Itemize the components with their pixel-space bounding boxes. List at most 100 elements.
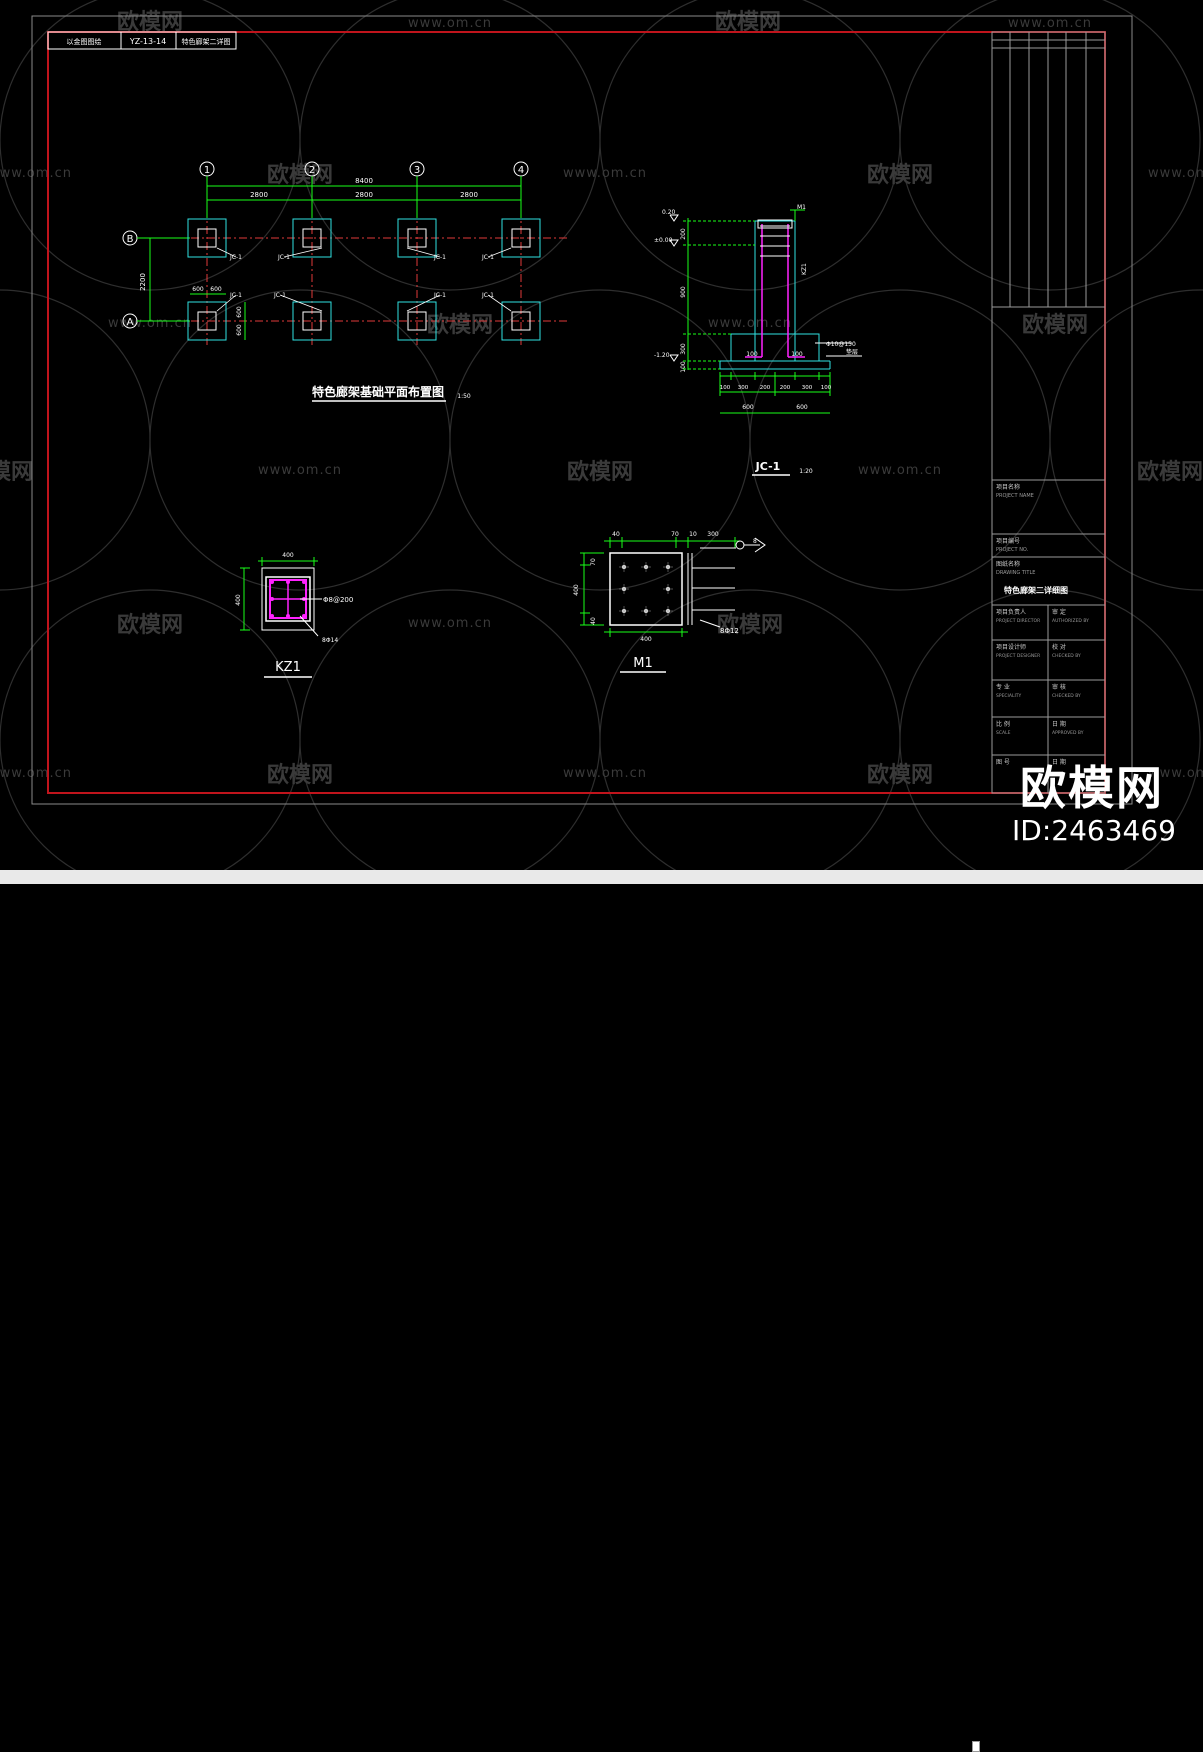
horizontal-scrollbar[interactable] bbox=[0, 870, 1203, 1752]
section-elev-top: 0.20 bbox=[662, 209, 676, 216]
footing-label: JC-1 bbox=[433, 292, 446, 299]
m1-bolts bbox=[619, 562, 673, 616]
m1-dim-left: 400 bbox=[573, 584, 580, 596]
m1-side bbox=[687, 553, 735, 625]
tb-row-right-label: 日 期 bbox=[1052, 720, 1066, 728]
footing-outer bbox=[501, 301, 541, 341]
drawing-frame bbox=[31, 15, 1133, 805]
watermark-id: ID:2463469 bbox=[1012, 814, 1176, 847]
m1-detail: 40 70 10 300 8 400 70 40 400 8Φ12 M1 bbox=[573, 531, 766, 673]
footing-outer bbox=[397, 218, 437, 258]
section-rebar-note: Φ10@150 bbox=[826, 341, 856, 348]
tb-row-right-en: CHECKED BY bbox=[1052, 693, 1081, 699]
footing-label: JC-1 bbox=[273, 292, 286, 299]
m1-dim-top-2: 70 bbox=[671, 531, 679, 538]
m1-bolt-leader bbox=[699, 619, 721, 628]
footing-column bbox=[407, 228, 427, 248]
footing-leader bbox=[487, 247, 512, 258]
watermark-brand-11: 欧模网 bbox=[867, 762, 933, 788]
header-strip: 以金图图绘 YZ-13-14 特色廊架二详图 bbox=[47, 31, 237, 50]
axis-label-A: A bbox=[127, 317, 134, 328]
header-cell-3: 特色廊架二详图 bbox=[182, 37, 231, 46]
scrollbar-handle[interactable] bbox=[972, 1741, 980, 1752]
section-inner-dim-1: 100 bbox=[746, 351, 758, 358]
m1-dim-top-4: 300 bbox=[707, 531, 719, 538]
section-elev-bottom: -1.20 bbox=[654, 352, 670, 359]
watermark-brand: 欧模网 ID:2463469 bbox=[1012, 762, 1176, 848]
footing-column bbox=[302, 228, 322, 248]
watermark-brand-1: 欧模网 bbox=[715, 9, 781, 35]
axis-label-2: 2 bbox=[309, 165, 315, 176]
footing-label: JC-1 bbox=[433, 254, 446, 261]
section-left-dim-3: 300 bbox=[680, 343, 687, 355]
section-top-tag: M1 bbox=[797, 204, 806, 211]
tb-project-no-label: 项目编号 bbox=[996, 537, 1020, 545]
tb-drawing-title-en: DRAWING TITLE bbox=[996, 570, 1035, 576]
watermark-url-3: www.om.cn bbox=[563, 166, 647, 181]
watermark-brand-12: 欧模网 bbox=[0, 459, 33, 485]
section-concrete-note: 垫层 bbox=[846, 348, 858, 356]
footing-outer bbox=[292, 301, 332, 341]
plan-span-2: 2800 bbox=[355, 191, 373, 199]
watermark-url-4: www.om.cn bbox=[1148, 166, 1203, 181]
foundation-plan: 1 2 3 4 B A 8400 2800 bbox=[122, 161, 570, 402]
section-stirrups bbox=[757, 219, 793, 257]
m1-dim-left-small-1: 70 bbox=[590, 558, 597, 566]
kz1-stirrup: Φ8@200 bbox=[323, 596, 353, 604]
kz1-height: 400 bbox=[235, 594, 242, 606]
tb-row-right-label: 校 对 bbox=[1052, 643, 1066, 651]
tb-row-left-label: 比 例 bbox=[996, 720, 1010, 728]
section-bottom-dim-left: 600 bbox=[742, 404, 754, 411]
kz1-title: KZ1 bbox=[275, 660, 301, 675]
title-block-sections bbox=[992, 479, 1105, 793]
tb-row-left-en: SCALE bbox=[996, 730, 1011, 736]
footing-column bbox=[407, 311, 427, 331]
section-left-dim-2: 900 bbox=[680, 286, 687, 298]
footing-outer bbox=[501, 218, 541, 258]
section-elev-zero: ±0.00 bbox=[654, 237, 673, 244]
axis-label-1: 1 bbox=[204, 165, 210, 176]
watermark-brand-5: 欧模网 bbox=[427, 312, 493, 338]
axis-label-B: B bbox=[127, 234, 134, 245]
plan-title: 特色廊架基础平面布置图 bbox=[312, 384, 444, 399]
watermark-url-1: www.om.cn bbox=[1008, 16, 1092, 31]
watermark-texts: 欧模网欧模网欧模网欧模网欧模网欧模网欧模网欧模网欧模网欧模网欧模网欧模网欧模网w… bbox=[0, 9, 1203, 788]
kz1-dims bbox=[240, 557, 318, 631]
footing-label: JC-1 bbox=[229, 254, 242, 261]
tb-row-left-label: 图 号 bbox=[996, 759, 1010, 766]
grid-lines bbox=[175, 210, 570, 345]
footing-label: JC-1 bbox=[481, 292, 494, 299]
cad-drawing-canvas[interactable]: 欧模网欧模网欧模网欧模网欧模网欧模网欧模网欧模网欧模网欧模网欧模网欧模网欧模网w… bbox=[0, 0, 1203, 870]
footing-leader bbox=[279, 294, 323, 312]
plan-small-dim-2: 600 bbox=[210, 286, 222, 293]
watermark-url-7: www.om.cn bbox=[258, 463, 342, 478]
section-bottom-dim: 200 bbox=[760, 385, 771, 391]
section-elev-marks bbox=[669, 214, 679, 362]
watermark-brand-10: 欧模网 bbox=[267, 762, 333, 788]
watermark-url-0: www.om.cn bbox=[408, 16, 492, 31]
section-left-dim-4: 100 bbox=[680, 361, 687, 373]
section-bottom-dim: 300 bbox=[738, 385, 749, 391]
section-scale: 1:20 bbox=[799, 468, 813, 475]
watermark-url-12: www.om.cn bbox=[1148, 766, 1203, 781]
m1-anchor-bubble bbox=[735, 540, 745, 550]
footing-leader bbox=[216, 294, 237, 312]
watermark-brand-6: 欧模网 bbox=[567, 459, 633, 485]
tb-row-left-en: PROJECT DIRECTOR bbox=[996, 618, 1040, 624]
footing-outer bbox=[187, 301, 227, 341]
kz1-width: 400 bbox=[282, 552, 294, 559]
kz1-detail: 400 400 Φ8@200 8Φ14 KZ1 bbox=[235, 552, 353, 678]
m1-dim-bottom: 400 bbox=[640, 636, 652, 643]
tb-row-right-en: APPROVED BY bbox=[1052, 730, 1084, 736]
m1-anchor-flag bbox=[754, 537, 766, 553]
watermark-url-11: www.om.cn bbox=[563, 766, 647, 781]
section-elev-dims bbox=[683, 209, 831, 396]
tb-drawing-title-value: 特色廊架二详细图 bbox=[1004, 585, 1068, 595]
plan-span-1: 2800 bbox=[250, 191, 268, 199]
section-bottom-dim: 300 bbox=[802, 385, 813, 391]
footing-column bbox=[197, 228, 217, 248]
plan-scale: 1:50 bbox=[457, 393, 471, 400]
